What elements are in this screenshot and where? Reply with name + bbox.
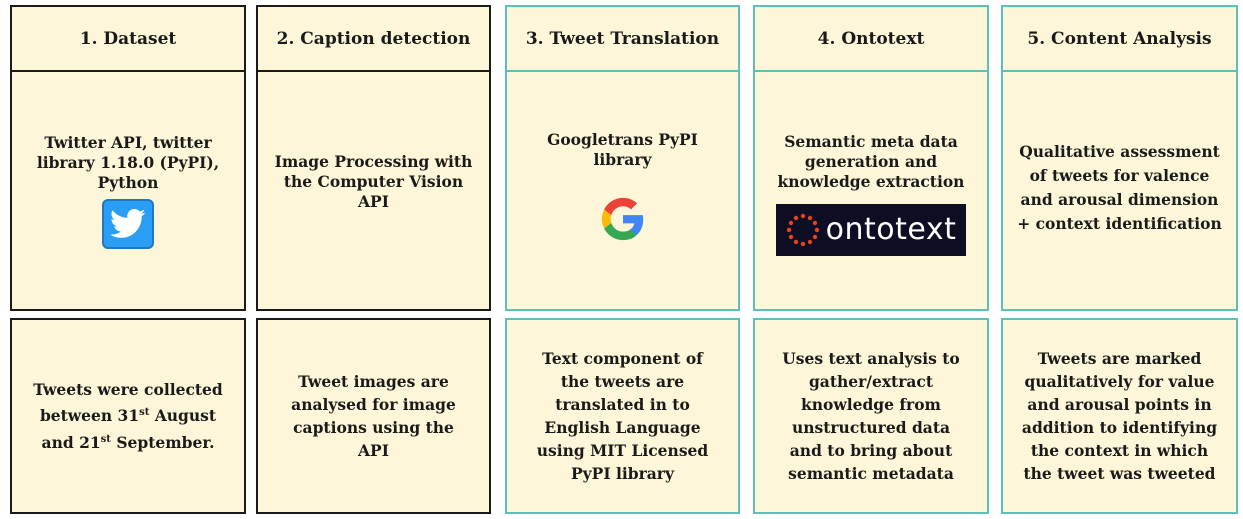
col1-tool-line: Python — [97, 172, 159, 192]
col2-tool-card: Image Processing with the Computer Visio… — [256, 70, 491, 311]
col3-tool-line: Googletrans PyPI — [547, 129, 698, 149]
col1-header: 1. Dataset — [79, 28, 177, 49]
col4-tool-line: Semantic meta data — [784, 131, 958, 151]
col1-desc-card: Tweets were collected between 31st Augus… — [10, 318, 246, 514]
col1-desc-line: between 31st August — [39, 406, 217, 426]
google-icon — [600, 196, 646, 246]
col5-desc-text: Tweets are marked qualitatively for valu… — [1016, 347, 1223, 485]
col5-desc-line: the tweet was tweeted — [1023, 464, 1216, 483]
col4-desc-line: and to bring about — [789, 441, 953, 460]
col5-tool-line: and arousal dimension — [1020, 190, 1219, 209]
col1-header-card: 1. Dataset — [10, 5, 246, 72]
col3-header-card: 3. Tweet Translation — [505, 5, 740, 72]
col5-tool-text: Qualitative assessment of tweets for val… — [1015, 140, 1224, 236]
twitter-icon — [102, 198, 154, 249]
col5-header: 5. Content Analysis — [1027, 28, 1212, 49]
col5-header-card: 5. Content Analysis — [1001, 5, 1238, 72]
col2-tool-text: Image Processing with the Computer Visio… — [269, 152, 479, 212]
col2-tool-line: the Computer Vision — [283, 172, 464, 191]
col3-desc-line: translated in to — [555, 395, 690, 414]
col5-desc-line: the context in which — [1030, 441, 1209, 460]
col4-desc-line: gather/extract — [808, 372, 934, 391]
col2-desc-line: Tweet images are — [298, 372, 449, 391]
col1-tool-line: library 1.18.0 (PyPI), — [36, 152, 220, 172]
ontotext-dots-icon — [786, 213, 819, 246]
col4-header: 4. Ontotext — [817, 28, 925, 49]
col5-desc-line: addition to identifying — [1021, 418, 1218, 437]
ontotext-logo-text: ontotext — [825, 212, 957, 247]
col2-header: 2. Caption detection — [276, 28, 471, 49]
col3-desc-card: Text component of the tweets are transla… — [505, 318, 740, 514]
col3-tool-text: Googletrans PyPI library — [541, 130, 704, 170]
col5-tool-card: Qualitative assessment of tweets for val… — [1001, 70, 1238, 311]
col4-tool-card: Semantic meta data generation and knowle… — [753, 70, 989, 311]
col2-desc-line: API — [358, 441, 389, 460]
col4-desc-text: Uses text analysis to gather/extract kno… — [776, 347, 966, 485]
col4-tool-line: generation and — [804, 151, 938, 171]
col1-tool-text: Twitter API, twitter library 1.18.0 (PyP… — [31, 133, 225, 193]
col2-header-card: 2. Caption detection — [256, 5, 491, 72]
col1-desc-line: and 21st September. — [41, 432, 215, 452]
col3-desc-line: Text component of — [542, 349, 703, 368]
col5-desc-card: Tweets are marked qualitatively for valu… — [1001, 318, 1238, 514]
col2-desc-card: Tweet images are analysed for image capt… — [256, 318, 491, 514]
col3-desc-text: Text component of the tweets are transla… — [531, 347, 715, 485]
col4-desc-line: Uses text analysis to — [782, 349, 960, 368]
col5-tool-line: + context identification — [1017, 214, 1222, 233]
col2-desc-line: analysed for image — [291, 395, 456, 414]
ontotext-logo: ontotext — [776, 203, 966, 256]
col3-header: 3. Tweet Translation — [525, 28, 720, 49]
col3-tool-line: library — [593, 149, 652, 169]
col1-desc-text: Tweets were collected between 31st Augus… — [27, 378, 229, 453]
col3-desc-line: English Language — [544, 418, 701, 437]
col5-desc-line: Tweets are marked — [1037, 349, 1202, 368]
col4-header-card: 4. Ontotext — [753, 5, 989, 72]
col4-desc-card: Uses text analysis to gather/extract kno… — [753, 318, 989, 514]
col4-tool-line: knowledge extraction — [777, 171, 965, 191]
col5-desc-line: qualitatively for value — [1024, 372, 1215, 391]
col1-tool-card: Twitter API, twitter library 1.18.0 (PyP… — [10, 70, 246, 311]
col5-tool-line: Qualitative assessment — [1019, 142, 1220, 161]
col4-desc-line: knowledge from — [801, 395, 941, 414]
col2-desc-line: captions using the — [293, 418, 454, 437]
col5-desc-line: and arousal points in — [1027, 395, 1212, 414]
col3-desc-line: PyPI library — [571, 464, 674, 483]
col3-desc-line: the tweets are — [560, 372, 685, 391]
col4-tool-text: Semantic meta data generation and knowle… — [772, 132, 971, 192]
col4-desc-line: unstructured data — [791, 418, 951, 437]
col1-tool-line: Twitter API, twitter — [44, 132, 212, 152]
col3-tool-card: Googletrans PyPI library — [505, 70, 740, 311]
col2-tool-line: API — [358, 192, 389, 211]
col2-tool-line: Image Processing with — [274, 152, 473, 171]
col3-desc-line: using MIT Licensed — [536, 441, 709, 460]
col2-desc-text: Tweet images are analysed for image capt… — [285, 370, 462, 462]
col4-desc-line: semantic metadata — [788, 464, 954, 483]
col5-tool-line: of tweets for valence — [1029, 166, 1210, 185]
col1-desc-line: Tweets were collected — [33, 380, 223, 400]
